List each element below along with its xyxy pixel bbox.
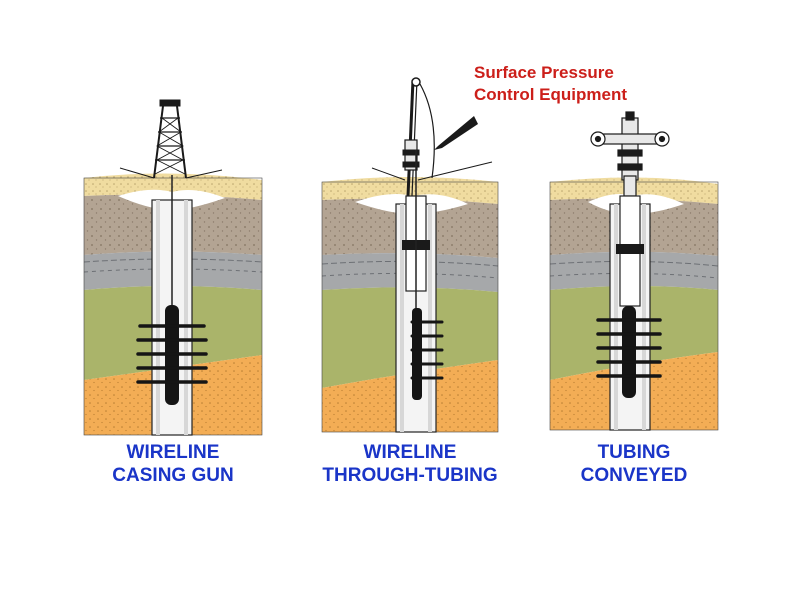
through-tubing-gun [410, 308, 444, 400]
derrick-icon [119, 99, 223, 179]
earth-strata [321, 177, 499, 433]
lubricator-mast-icon [371, 77, 493, 197]
christmas-tree-wellhead-icon [590, 111, 670, 197]
surface-pressure-callout: Surface Pressure Control Equipment [474, 62, 704, 106]
panel-wireline-casing-gun [83, 99, 263, 436]
caption-line-2: CONVEYED [580, 465, 688, 486]
caption-line-1: WIRELINE [363, 442, 457, 463]
callout-pointer [434, 116, 478, 150]
panel-tubing-conveyed [549, 111, 719, 431]
caption-tubing-conveyed: TUBING CONVEYED [545, 441, 723, 487]
caption-through-tubing: WIRELINE THROUGH-TUBING [302, 441, 518, 487]
caption-casing-gun: WIRELINE CASING GUN [84, 441, 262, 487]
casing-gun [136, 305, 208, 405]
callout-line-2: Control Equipment [474, 85, 627, 104]
production-tubing [616, 195, 644, 307]
tubing-conveyed-gun [596, 306, 662, 398]
caption-line-1: WIRELINE [126, 442, 220, 463]
caption-line-2: CASING GUN [112, 465, 234, 486]
caption-line-2: THROUGH-TUBING [322, 465, 498, 486]
caption-line-1: TUBING [597, 442, 671, 463]
production-tubing [402, 150, 430, 310]
panel-wireline-through-tubing [321, 77, 499, 433]
callout-line-1: Surface Pressure [474, 63, 614, 82]
